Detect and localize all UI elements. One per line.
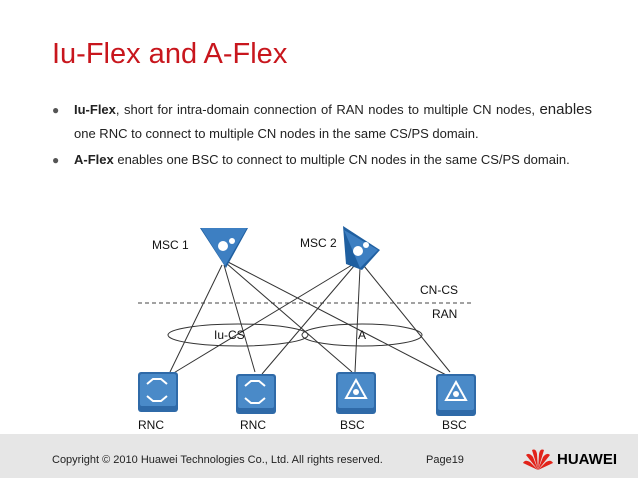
node-label: BSC bbox=[340, 418, 365, 432]
node-label: RNC bbox=[138, 418, 164, 432]
rnc-icon bbox=[138, 372, 178, 412]
bsc-icon bbox=[436, 374, 476, 416]
bullet-term: A-Flex bbox=[74, 152, 114, 167]
huawei-logo-icon bbox=[523, 449, 553, 470]
bullet-iu-flex: ● Iu-Flex, short for intra-domain connec… bbox=[52, 98, 592, 146]
bullet-dot-icon: ● bbox=[52, 103, 60, 117]
msc1-label: MSC 1 bbox=[152, 238, 189, 252]
cn-cs-label: CN-CS bbox=[420, 283, 458, 297]
page-number: Page19 bbox=[426, 454, 464, 466]
bullet-list: ● Iu-Flex, short for intra-domain connec… bbox=[52, 98, 592, 174]
msc1-icon bbox=[200, 228, 248, 268]
brand-name: HUAWEI bbox=[557, 451, 617, 468]
bullet-a-flex: ● A-Flex enables one BSC to connect to m… bbox=[52, 148, 592, 172]
rnc-icon bbox=[236, 374, 276, 414]
bsc-icon bbox=[336, 372, 376, 414]
bullet-text-enables: enables bbox=[539, 101, 592, 118]
copyright-text: Copyright © 2010 Huawei Technologies Co.… bbox=[52, 454, 383, 466]
msc2-icon bbox=[343, 226, 380, 270]
node-label: RNC bbox=[240, 418, 266, 432]
msc2-links bbox=[171, 264, 451, 375]
bullet-text: enables one BSC to connect to multiple C… bbox=[113, 152, 570, 167]
slide-title: Iu-Flex and A-Flex bbox=[52, 38, 288, 70]
node-label: BSC bbox=[442, 418, 467, 432]
ran-label: RAN bbox=[432, 307, 458, 321]
bullet-text: , short for intra-domain connection of R… bbox=[115, 102, 535, 117]
msc2-label: MSC 2 bbox=[300, 236, 337, 250]
a-label: A bbox=[358, 328, 367, 342]
network-diagram bbox=[138, 226, 476, 416]
iu-cs-interface bbox=[167, 323, 309, 347]
bullet-dot-icon: ● bbox=[52, 153, 60, 167]
iu-cs-label: Iu-CS bbox=[214, 328, 245, 342]
msc1-links bbox=[169, 261, 453, 379]
bullet-text: one RNC to connect to multiple CN nodes … bbox=[74, 126, 479, 141]
bullet-term: Iu-Flex bbox=[74, 102, 116, 117]
a-interface bbox=[301, 323, 423, 347]
